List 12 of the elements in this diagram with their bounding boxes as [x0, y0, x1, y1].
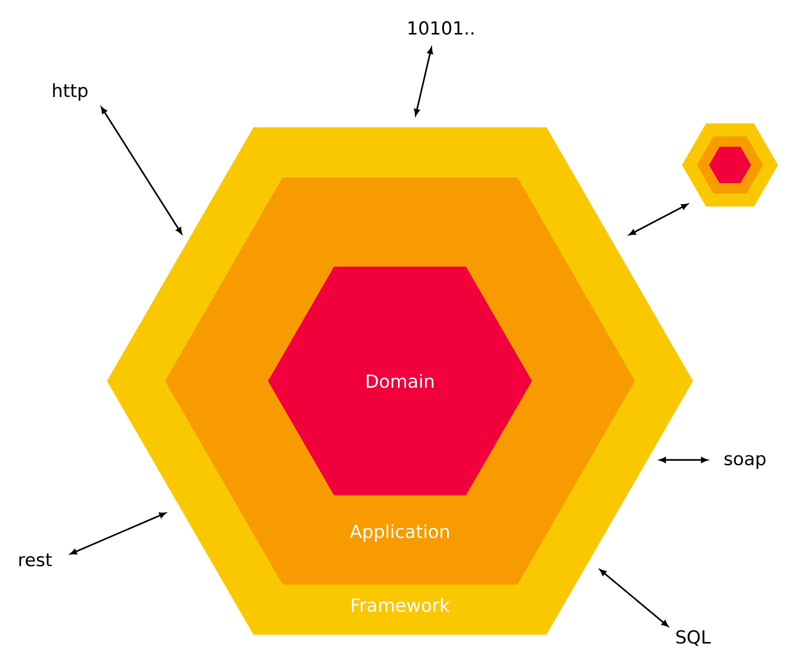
arrow [600, 569, 668, 627]
arrow [629, 204, 688, 236]
arrow [100, 106, 182, 234]
hexagon-layer [709, 146, 751, 184]
arrow [70, 512, 166, 555]
port-label: 10101.. [408, 21, 474, 35]
arrow [414, 47, 433, 116]
hexagon-layer: Domain [268, 266, 532, 496]
arrow [659, 457, 708, 463]
port-label: soap [724, 455, 766, 469]
port-label: http [53, 83, 88, 101]
port-label: rest [19, 554, 52, 566]
